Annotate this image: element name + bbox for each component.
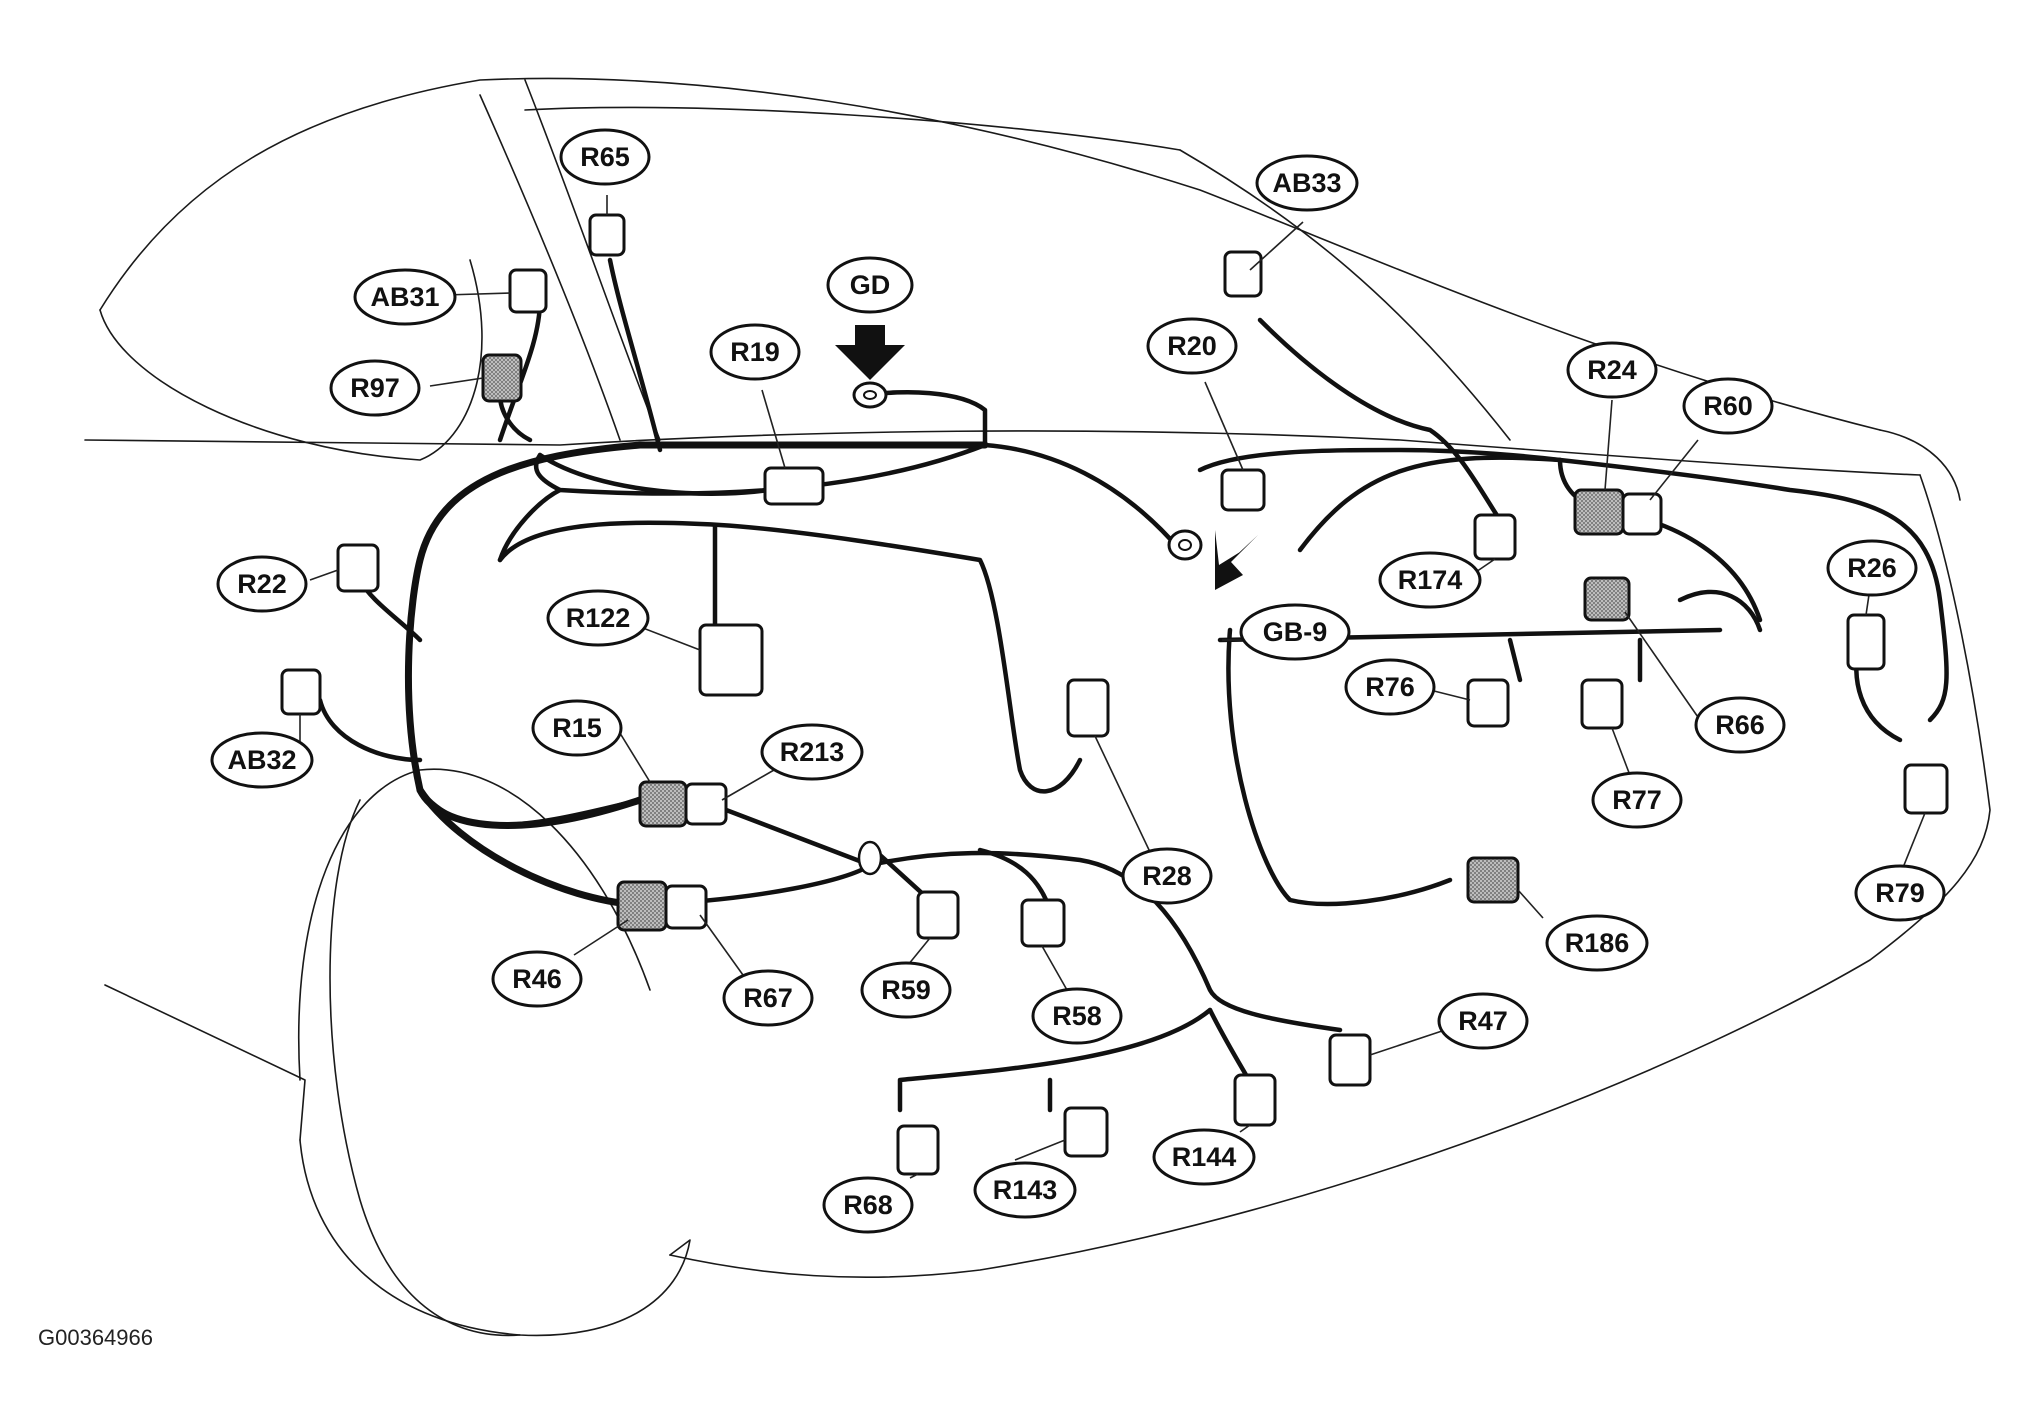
callout-label: R65 <box>580 142 630 172</box>
callout-r174: R174 <box>1378 551 1482 609</box>
connector-r174 <box>1473 513 1517 561</box>
connector-r67 <box>664 884 708 930</box>
connector-ab32 <box>280 668 322 716</box>
arrow-up-left-icon <box>1215 530 1258 590</box>
callout-r59: R59 <box>860 961 952 1019</box>
callout-r19: R19 <box>709 323 801 381</box>
callout-r77: R77 <box>1591 771 1683 829</box>
callout-label: R26 <box>1847 553 1897 583</box>
connector-r122 <box>698 623 764 697</box>
callout-r28: R28 <box>1121 847 1213 905</box>
connector-r68 <box>896 1124 940 1176</box>
arrow-down-icon <box>835 325 905 380</box>
callout-label: R79 <box>1875 878 1925 908</box>
callout-ab33: AB33 <box>1255 154 1359 212</box>
connector-r26 <box>1846 613 1886 671</box>
connector-r24 <box>1573 488 1625 536</box>
callout-ab32: AB32 <box>210 731 314 789</box>
callout-r143: R143 <box>973 1161 1077 1219</box>
callout-label: AB32 <box>227 745 296 775</box>
connector-r143 <box>1063 1106 1109 1158</box>
callout-r22: R22 <box>216 555 308 613</box>
connector-r22 <box>336 543 380 593</box>
callout-label: R22 <box>237 569 287 599</box>
callout-r122: R122 <box>546 589 650 647</box>
callout-r66: R66 <box>1694 696 1786 754</box>
callout-r79: R79 <box>1854 864 1946 922</box>
connector-r58 <box>1020 898 1066 948</box>
callout-label: R66 <box>1715 710 1765 740</box>
callout-label: GB-9 <box>1263 617 1328 647</box>
callout-label: R143 <box>993 1175 1058 1205</box>
callout-label: R60 <box>1703 391 1753 421</box>
ground-terminal-gd <box>852 381 888 409</box>
connector-r186 <box>1466 856 1520 904</box>
connector-r46 <box>616 880 668 932</box>
figure-id: G00364966 <box>38 1325 153 1350</box>
connector-r28 <box>1066 678 1110 738</box>
callout-label: AB33 <box>1272 168 1341 198</box>
callout-ab31: AB31 <box>353 268 457 326</box>
callout-r65: R65 <box>559 128 651 186</box>
connector-r19 <box>763 466 825 506</box>
connector-ab31 <box>508 268 548 314</box>
connector-r60 <box>1621 492 1663 536</box>
callout-r67: R67 <box>722 969 814 1027</box>
connector-r79 <box>1903 763 1949 815</box>
callout-label: R144 <box>1172 1142 1237 1172</box>
callout-label: R28 <box>1142 861 1192 891</box>
connector-r77 <box>1580 678 1624 730</box>
callout-r46: R46 <box>491 950 583 1008</box>
callout-label: AB31 <box>370 282 439 312</box>
callout-label: R46 <box>512 964 562 994</box>
harness-splice <box>857 840 883 876</box>
callout-r186: R186 <box>1545 914 1649 972</box>
callout-label: R15 <box>552 713 602 743</box>
connector-r213 <box>684 782 728 826</box>
connector-r144 <box>1233 1073 1277 1127</box>
vehicle-body-outline <box>84 77 1991 1337</box>
callout-label: R122 <box>566 603 631 633</box>
callout-gd: GD <box>826 256 914 314</box>
callout-r213: R213 <box>760 723 864 781</box>
callout-label: GD <box>850 270 891 300</box>
callout-gb9: GB-9 <box>1239 603 1351 661</box>
ground-terminal-gb9 <box>1167 529 1203 561</box>
connector-r65 <box>588 213 626 257</box>
callout-label: R97 <box>350 373 400 403</box>
connector-r97 <box>481 353 523 403</box>
connector-ab33 <box>1223 250 1263 298</box>
callout-label: R67 <box>743 983 793 1013</box>
callout-r26: R26 <box>1826 539 1918 597</box>
callout-label: R174 <box>1398 565 1463 595</box>
callout-r47: R47 <box>1437 992 1529 1050</box>
connector-r15 <box>638 780 688 828</box>
callout-r68: R68 <box>822 1176 914 1234</box>
callout-label: R59 <box>881 975 931 1005</box>
connector-r20 <box>1220 468 1266 512</box>
callout-r97: R97 <box>329 359 421 417</box>
callout-label: R213 <box>780 737 845 767</box>
callout-label: R186 <box>1565 928 1630 958</box>
callout-r20: R20 <box>1146 317 1238 375</box>
callout-label: R24 <box>1587 355 1637 385</box>
callout-r60: R60 <box>1682 377 1774 435</box>
callout-label: R20 <box>1167 331 1217 361</box>
connector-r66 <box>1583 576 1631 622</box>
callout-r24: R24 <box>1566 341 1658 399</box>
callout-r76: R76 <box>1344 658 1436 716</box>
callout-label: R19 <box>730 337 780 367</box>
callout-label: R58 <box>1052 1001 1102 1031</box>
connector-r47 <box>1328 1033 1372 1087</box>
callout-r15: R15 <box>531 699 623 757</box>
callout-label: R77 <box>1612 785 1662 815</box>
callout-r58: R58 <box>1031 987 1123 1045</box>
callout-label: R47 <box>1458 1006 1508 1036</box>
connector-r76 <box>1466 678 1510 728</box>
callout-r144: R144 <box>1152 1128 1256 1186</box>
callout-label: R76 <box>1365 672 1415 702</box>
callout-label: R68 <box>843 1190 893 1220</box>
connector-r59 <box>916 890 960 940</box>
